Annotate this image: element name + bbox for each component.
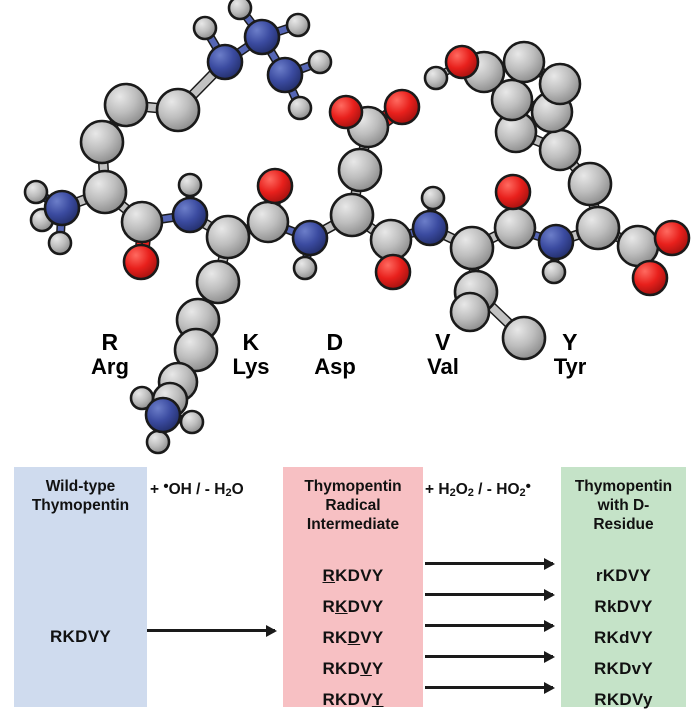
radical-sequence-row: RKDVY [283, 622, 423, 653]
radical-title-line1: Thymopentin [304, 478, 402, 495]
dresidue-title: Thymopentin with D- Residue [561, 477, 686, 535]
residue-label-tyr: Y Tyr [535, 330, 605, 379]
reaction-arrow-step2 [425, 655, 553, 658]
dresidue-title-line1: Thymopentin [574, 478, 673, 495]
reaction-scheme: Wild-type Thymopentin RKDVY Thymopentin … [0, 455, 700, 716]
radical-sequence-row: RKDVY [283, 684, 423, 715]
wildtype-title: Wild-type Thymopentin [14, 477, 147, 515]
dresidue-sequence-list: rKDVY RkDVY RKdVY RKDvY RKDVy [561, 560, 686, 715]
radical-title-line3: Intermediate [306, 516, 400, 534]
seq-radical-site: D [347, 628, 361, 647]
seq-suffix: KDVY [335, 566, 384, 585]
condition-plus: + [150, 481, 164, 498]
condition-label-step2: + H2O2 / - HO2• [425, 478, 531, 499]
condition-added-sub2: 2 [467, 487, 474, 499]
seq-suffix: Y [371, 659, 384, 678]
seq-suffix: DVY [347, 597, 384, 616]
residue-code-arg: R [101, 329, 119, 355]
residue-label-val: V Val [408, 330, 478, 379]
condition-added-mid: O [455, 481, 468, 498]
wildtype-sequence: RKDVY [49, 627, 111, 646]
dresidue-sequence-row: rKDVY [595, 566, 652, 585]
radical-intermediate-box: Thymopentin Radical Intermediate RKDVY R… [283, 467, 423, 709]
condition-radical-species: OH [168, 481, 192, 498]
condition-removed-tail: O [231, 481, 244, 498]
residue-label-asp: D Asp [300, 330, 370, 379]
residue-name-val: Val [427, 353, 459, 379]
residue-code-tyr: Y [562, 329, 578, 355]
condition-plus: + [425, 481, 439, 498]
residue-code-lys: K [242, 329, 260, 355]
molecule-atoms [23, 0, 691, 455]
radical-sequence-row: RKDVY [283, 591, 423, 622]
seq-prefix: RKD [322, 659, 361, 678]
residue-name-arg: Arg [91, 353, 129, 379]
molecular-model-panel: .bond { stroke: #1a1a1a; stroke-width: 1… [23, 0, 691, 455]
radical-dot-icon: • [525, 478, 531, 495]
seq-prefix: R [322, 597, 336, 616]
wildtype-title-line2: Thymopentin [31, 497, 130, 515]
seq-suffix: VY [360, 628, 384, 647]
seq-radical-site: V [360, 659, 372, 678]
condition-removed-sub: 2 [225, 487, 232, 499]
seq-radical-site: K [335, 597, 348, 616]
thymopentin-structure-svg: .bond { stroke: #1a1a1a; stroke-width: 1… [23, 0, 691, 455]
residue-name-tyr: Tyr [553, 353, 587, 379]
condition-divider: / - [191, 481, 215, 498]
radical-sequence-list: RKDVY RKDVY RKDVY RKDVY RKDVY [283, 560, 423, 715]
residue-label-arg: R Arg [75, 330, 145, 379]
radical-sequence-row: RKDVY [283, 560, 423, 591]
radical-sequence-row: RKDVY [283, 653, 423, 684]
residue-code-asp: D [326, 329, 344, 355]
dresidue-sequence-row: RKDVy [594, 690, 653, 709]
condition-removed: H [214, 481, 226, 498]
condition-removed-sub: 2 [519, 487, 526, 499]
residue-code-val: V [435, 329, 451, 355]
dresidue-title-line3: Residue [593, 516, 654, 534]
reaction-arrow-step1 [147, 629, 275, 632]
wildtype-title-line1: Wild-type [45, 478, 116, 495]
wildtype-box: Wild-type Thymopentin RKDVY [14, 467, 147, 707]
condition-added: H [438, 481, 450, 498]
seq-radical-site: R [322, 566, 336, 585]
d-residue-box: Thymopentin with D- Residue rKDVY RkDVY … [561, 467, 686, 709]
reaction-arrow-step2 [425, 562, 553, 565]
residue-name-asp: Asp [314, 353, 356, 379]
reaction-arrow-step2 [425, 624, 553, 627]
condition-divider: / - [473, 481, 497, 498]
dresidue-title-line2: with D- [597, 497, 650, 515]
seq-radical-site: Y [371, 690, 384, 709]
dresidue-sequence-row: RKdVY [593, 628, 654, 647]
seq-prefix: RK [322, 628, 348, 647]
dresidue-sequence-row: RKDvY [593, 659, 654, 678]
radical-title-line2: Radical [325, 497, 381, 515]
seq-prefix: RKDV [322, 690, 372, 709]
condition-added-sub1: 2 [449, 487, 456, 499]
radical-title: Thymopentin Radical Intermediate [283, 477, 423, 535]
dresidue-sequence-row: RkDVY [594, 597, 653, 616]
radical-dot-icon: • [163, 478, 169, 495]
residue-label-lys: K Lys [216, 330, 286, 379]
condition-label-step1: + •OH / - H2O [150, 478, 244, 499]
condition-removed: HO [496, 481, 520, 498]
reaction-arrow-step2 [425, 686, 553, 689]
residue-name-lys: Lys [232, 353, 270, 379]
reaction-arrow-step2 [425, 593, 553, 596]
